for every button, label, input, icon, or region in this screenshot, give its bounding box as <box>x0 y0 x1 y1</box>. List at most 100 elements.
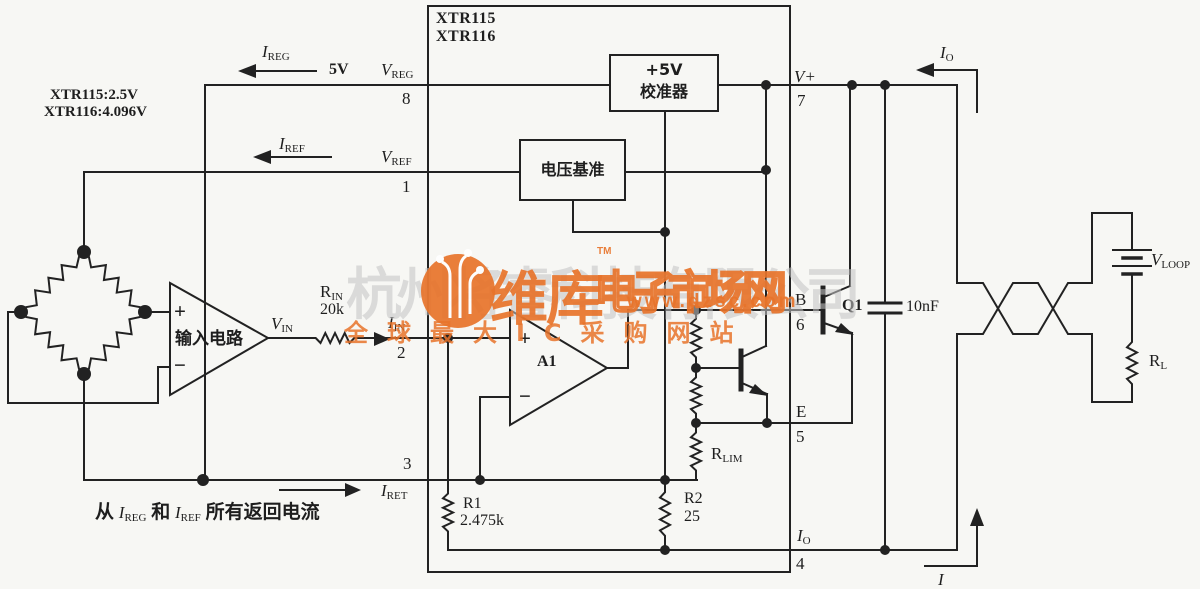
vref-note-line2: XTR116:4.096V <box>44 104 147 120</box>
junction-dot <box>762 418 772 428</box>
q1-label: Q1 <box>842 297 863 314</box>
bridge-resistor-2 <box>82 310 147 376</box>
iret-label: IRET <box>381 481 408 502</box>
regulator-label-line1: +5V <box>645 60 683 79</box>
iref-label: IREF <box>279 134 305 155</box>
ic-title-line1: XTR115 <box>436 10 496 27</box>
pin-b-label: B <box>795 290 807 309</box>
wire-a1-out-b <box>606 309 822 369</box>
pin6-number: 6 <box>796 315 805 334</box>
junction-dot <box>475 475 485 485</box>
wire-return <box>83 373 698 481</box>
ireg-arrowhead <box>238 64 256 78</box>
bridge-node-top <box>77 245 91 259</box>
junction-dot <box>761 80 771 90</box>
junction-dot <box>691 363 701 373</box>
return-current-caption: 从 IREG 和 IREF 所有返回电流 <box>95 501 320 524</box>
cap-value: 10nF <box>906 298 939 315</box>
rlim-resistor-seg1 <box>688 314 704 362</box>
bridge-resistor-3 <box>19 310 86 376</box>
rin-label: RIN <box>320 282 343 303</box>
r1-value: 2.475k <box>460 512 504 529</box>
io-top-arrowhead <box>916 63 934 77</box>
junction-dot <box>691 305 701 315</box>
rl-label: RL <box>1149 351 1168 372</box>
wire-ref-tap <box>572 110 666 481</box>
reference-label: 电压基准 <box>540 160 605 179</box>
r1-name: R1 <box>463 495 482 512</box>
rl-resistor <box>1124 337 1140 389</box>
wire-a1-minus <box>479 396 511 481</box>
iret-arrowhead <box>345 483 361 497</box>
ic-title-line2: XTR116 <box>436 28 496 45</box>
vref-note-line1: XTR115:2.5V <box>50 87 138 103</box>
r2-value: 25 <box>684 508 700 525</box>
watermark-tm: TM <box>597 246 612 257</box>
vloop-label: VLOOP <box>1151 250 1191 271</box>
ireg-label: IREG <box>262 42 290 63</box>
rlim-resistor-seg2 <box>688 373 704 418</box>
input-amp-label: 输入电路 <box>175 329 243 349</box>
wire-q1-collector <box>822 84 852 299</box>
a1-amp-triangle <box>509 308 609 427</box>
a1-minus: − <box>519 384 531 408</box>
i-loop-label: I <box>938 570 944 589</box>
regulator-label-line2: 校准器 <box>639 82 688 101</box>
input-amp-plus: + <box>174 299 186 323</box>
twisted-pair-wire1 <box>956 282 1093 335</box>
caption-ireg: IREG <box>118 503 147 524</box>
bridge-node-right <box>138 305 152 319</box>
watermark-logo-traces <box>441 254 479 318</box>
junction-dot <box>660 545 670 555</box>
iref-arrowhead <box>253 150 271 164</box>
twisted-pair-wire2 <box>956 282 1093 335</box>
iin-arrowhead <box>374 332 390 346</box>
pin1-number: 1 <box>402 177 411 196</box>
junction-dot <box>691 418 701 428</box>
pin3-number: 3 <box>403 454 412 473</box>
junction-dot <box>847 80 857 90</box>
pin2-number: 2 <box>397 343 406 362</box>
vreg-label: VREG <box>381 60 414 81</box>
junction-dot <box>880 80 890 90</box>
watermark-url: www.dzsc.com <box>627 291 799 312</box>
junction-dot <box>761 165 771 175</box>
io-bottom-label: IO <box>797 526 811 547</box>
bridge-resistor-4 <box>19 250 86 314</box>
r2-resistor <box>657 487 673 541</box>
input-amp-minus: − <box>174 353 186 377</box>
junction-dot <box>443 333 453 343</box>
junction-dot <box>660 227 670 237</box>
rlim-label: RLIM <box>711 444 743 465</box>
io-top-arrow-line <box>933 69 978 113</box>
junction-dot <box>660 475 670 485</box>
5v-label: 5V <box>329 61 349 78</box>
r2-name: R2 <box>684 490 703 507</box>
r1-resistor <box>440 489 456 536</box>
q1-emitter-arrowhead <box>835 323 854 335</box>
wire-loop-right <box>1091 212 1133 403</box>
wire-vreg-vplus <box>204 84 958 481</box>
pin-e-label: E <box>796 402 807 421</box>
input-amp-triangle <box>169 281 271 397</box>
iin-label: IIN <box>388 313 406 334</box>
watermark-slogan: 全球最大IC采购网站 <box>344 319 753 347</box>
watermark-brand-text: 维库 <box>490 265 604 333</box>
caption-iref: IREF <box>174 503 201 524</box>
q-int-emitter-arrowhead <box>749 384 768 396</box>
wire-bridge-minus <box>7 311 171 404</box>
bridge-resistor-1 <box>82 250 147 314</box>
vin-label: VIN <box>271 314 293 335</box>
bridge-node-left <box>14 305 28 319</box>
rlim-resistor-seg3 <box>688 428 704 475</box>
bridge-node-bottom <box>77 367 91 381</box>
wire-vref <box>83 171 767 253</box>
rin-resistor <box>311 330 359 346</box>
pin4-number: 4 <box>796 554 805 573</box>
watermark-logo-trace-dots <box>436 249 484 274</box>
vplus-label: V+ <box>794 67 816 86</box>
a1-label: A1 <box>537 353 557 370</box>
